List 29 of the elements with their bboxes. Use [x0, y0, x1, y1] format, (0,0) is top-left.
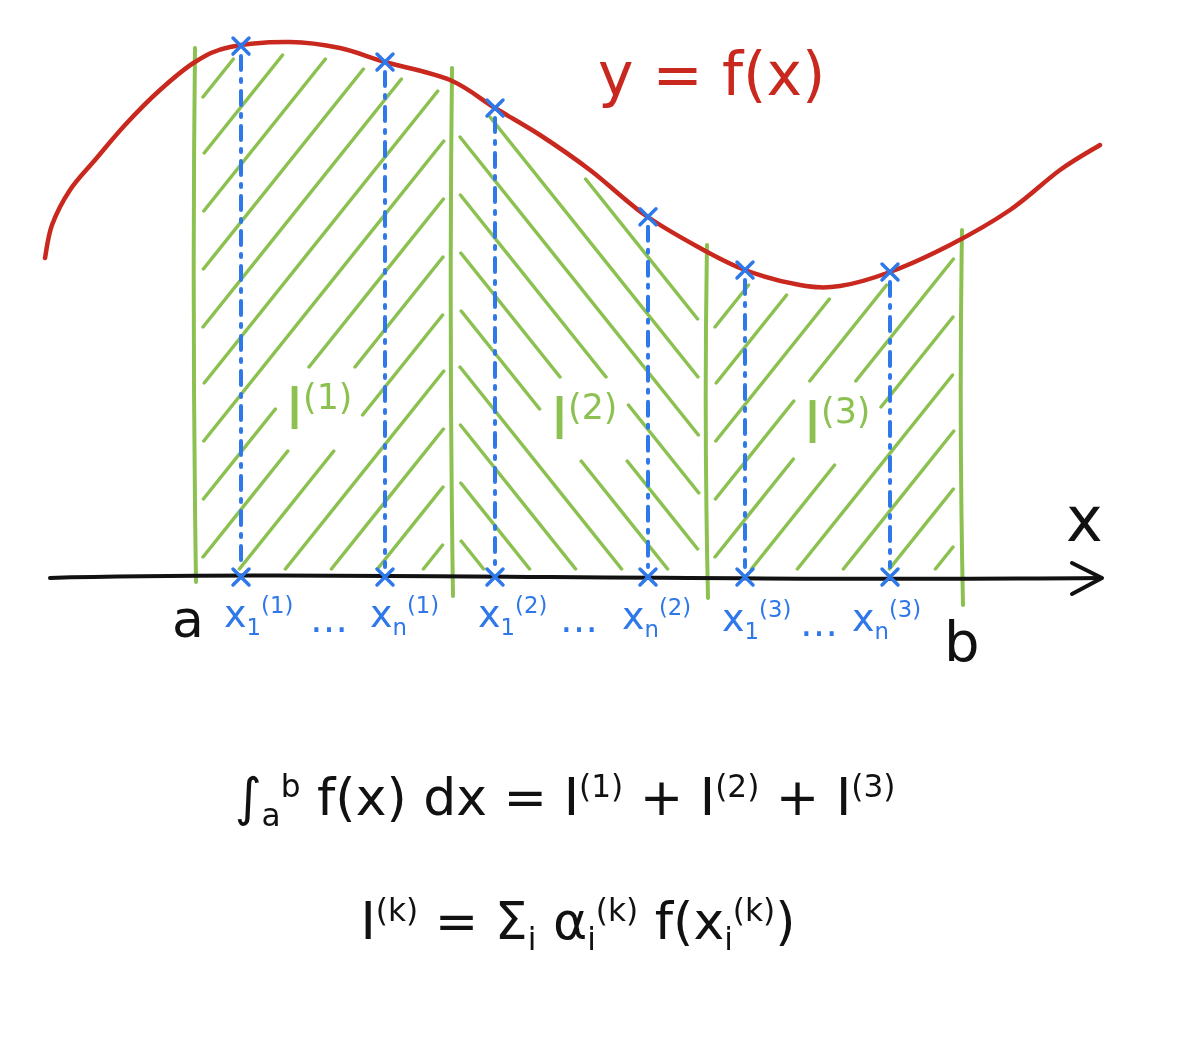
cross-mark-icon — [375, 567, 395, 587]
dashed-line — [493, 116, 497, 569]
cross-mark-icon — [880, 262, 900, 282]
cross-mark-icon — [735, 260, 755, 280]
quadrature-formula: I$^{(k)}$ = Σ$_{i}$ α$_{i}$$^{(k)}$ f(x$_{i}$$^{(k)}$) — [360, 892, 796, 959]
cross-mark-icon — [735, 567, 755, 587]
endpoint-label: b — [944, 610, 980, 675]
area-label: I$^{(3)}$ — [804, 390, 871, 457]
ellipsis: … — [800, 602, 838, 646]
cross-mark-icon — [638, 567, 658, 587]
dashed-line — [383, 70, 387, 569]
dashed-line — [743, 278, 747, 569]
endpoint-label: a — [172, 590, 204, 650]
dashed-line — [646, 224, 650, 569]
cross-mark-icon — [231, 36, 251, 56]
function-label: y = f(x) — [598, 40, 826, 109]
cross-mark-icon — [880, 567, 900, 587]
cross-mark-icon — [485, 567, 505, 587]
axis-label: x — [1066, 484, 1103, 556]
area-label: I$^{(1)}$ — [286, 376, 353, 443]
cross-mark-icon — [231, 567, 251, 587]
ellipsis: … — [310, 598, 348, 642]
cross-mark-icon — [638, 207, 658, 227]
ellipsis: … — [560, 598, 598, 642]
dashed-line — [888, 280, 892, 569]
area-label: I$^{(2)}$ — [551, 386, 618, 453]
cross-mark-icon — [485, 98, 505, 118]
integral-formula: ∫$_{a}$$^{b}$ f(x) dx = I$^{(1)}$ + I$^{(2)}$ + I$^{(3)}$ — [234, 768, 896, 835]
cross-mark-icon — [375, 52, 395, 72]
